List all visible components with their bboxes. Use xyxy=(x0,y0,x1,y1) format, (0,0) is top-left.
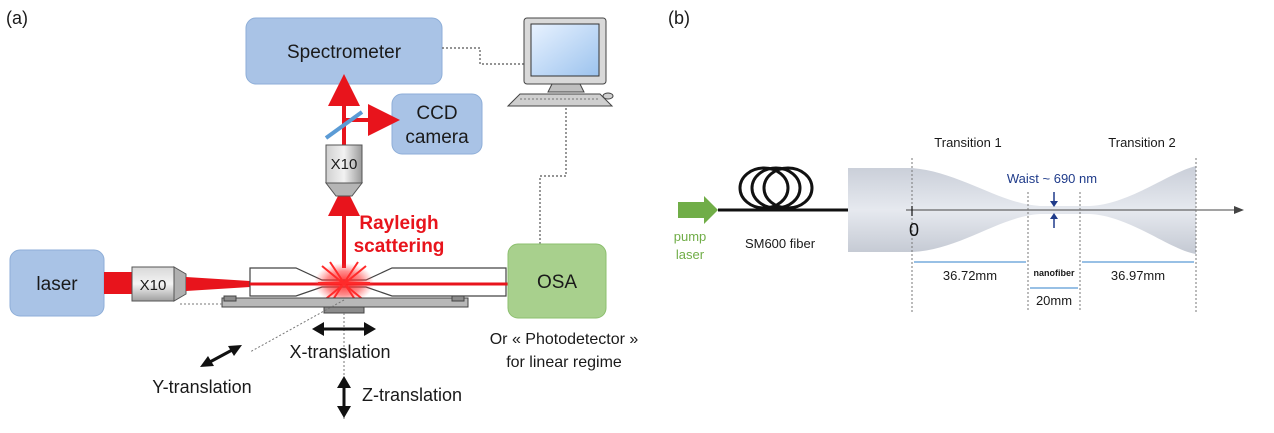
section-guides xyxy=(911,158,1197,312)
stage-clamp-right xyxy=(451,295,465,302)
osa-box xyxy=(507,243,607,319)
objective-left-label: X10 xyxy=(140,277,167,294)
pump-label-line2: laser xyxy=(676,247,705,262)
nanofiber-label: nanofiber xyxy=(1033,268,1074,278)
dimension-lines xyxy=(914,261,1194,289)
waist-label: Waist ~ 690 nm xyxy=(1007,171,1097,186)
y-translation-arrow xyxy=(200,345,242,367)
transition2-label: Transition 2 xyxy=(1108,135,1175,150)
fiber-label: SM600 fiber xyxy=(745,236,816,251)
stage-clamp-left xyxy=(223,295,237,302)
osa-label: OSA xyxy=(537,272,577,293)
pump-label-line1: pump xyxy=(674,229,707,244)
objective-top xyxy=(324,144,364,197)
z-translation-label: Z-translation xyxy=(362,385,462,405)
objective-top-label: X10 xyxy=(331,156,358,173)
x-translation-label: X-translation xyxy=(289,342,390,362)
origin-label: 0 xyxy=(909,220,919,240)
rayleigh-label-line2: scattering xyxy=(354,236,445,257)
fiber-spool xyxy=(738,166,814,210)
rayleigh-label-line1: Rayleigh xyxy=(359,213,438,234)
objective-left xyxy=(131,266,187,302)
y-axis-guide xyxy=(249,299,345,353)
panel-a-label: (a) xyxy=(6,8,28,28)
axis-arrowhead xyxy=(1234,206,1244,214)
transition1-label: Transition 1 xyxy=(934,135,1001,150)
spectrometer-label: Spectrometer xyxy=(287,42,402,63)
dim2-label: 36.97mm xyxy=(1111,268,1165,283)
computer-osa-link xyxy=(539,108,567,244)
note-line2: for linear regime xyxy=(506,354,622,371)
laser-output-beam xyxy=(104,272,134,294)
x-translation-arrow xyxy=(312,322,376,336)
ccd-label-line1: CCD xyxy=(416,103,457,124)
y-translation-label: Y-translation xyxy=(152,377,251,397)
spectrometer-computer-link xyxy=(442,47,524,65)
tapered-fiber xyxy=(249,267,507,297)
translation-stage xyxy=(221,297,469,308)
ccd-label-line2: camera xyxy=(405,127,469,148)
z-translation-arrow xyxy=(337,376,351,418)
note-line1: Or « Photodetector » xyxy=(490,331,639,348)
computer-icon xyxy=(506,17,614,107)
focused-beam xyxy=(186,277,250,291)
panel-b-label: (b) xyxy=(668,8,690,28)
dim-nano-label: 20mm xyxy=(1036,293,1072,308)
beam-splitter xyxy=(324,110,364,140)
scattering-rays xyxy=(318,261,370,305)
dim1-label: 36.72mm xyxy=(943,268,997,283)
laser-label: laser xyxy=(36,274,78,295)
pump-arrow xyxy=(678,196,718,224)
waist-markers xyxy=(1050,192,1058,228)
